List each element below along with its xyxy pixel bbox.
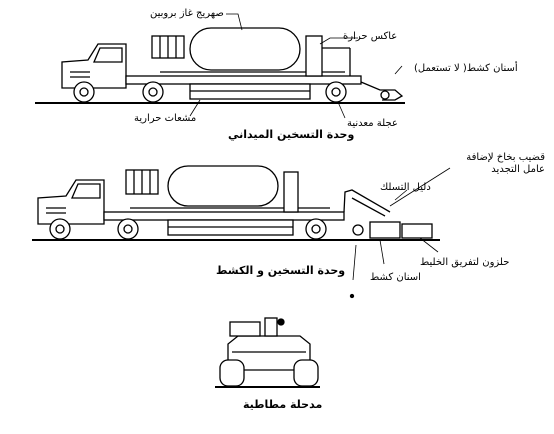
heater-truck-1 [35,13,405,119]
pneumatic-roller [215,317,320,388]
label-rejuvenator-spray-bar: قضيب بخاخ لإضافة عامل التجديد [466,152,545,175]
label-scarifier-teeth: اسنان كشط [370,272,421,283]
heater-truck-2 [32,165,451,299]
label-heat-reflector: عاكس حرارة [343,31,398,42]
label-metal-wheel: عجلة معدنية [347,118,398,129]
label-propane-tank: صهريج غاز بروبين [150,8,224,19]
caption-pneumatic-roller: مدحلة مطاطية [243,398,323,411]
caption-field-heating-unit: وحدة التسخين الميداني [228,128,355,141]
label-spreading-auger: حلزون لتفريق الخليط [420,257,510,268]
caption-heating-scarifying-unit: وحدة التسخين و الكشط [216,264,346,277]
label-screed-guide: دليل التسلك [380,182,431,193]
label-heat-radiators: مشعات حرارية [134,113,197,124]
label-scarifier-teeth-unused: أسنان كشط( لا تستعمل) [414,63,518,74]
